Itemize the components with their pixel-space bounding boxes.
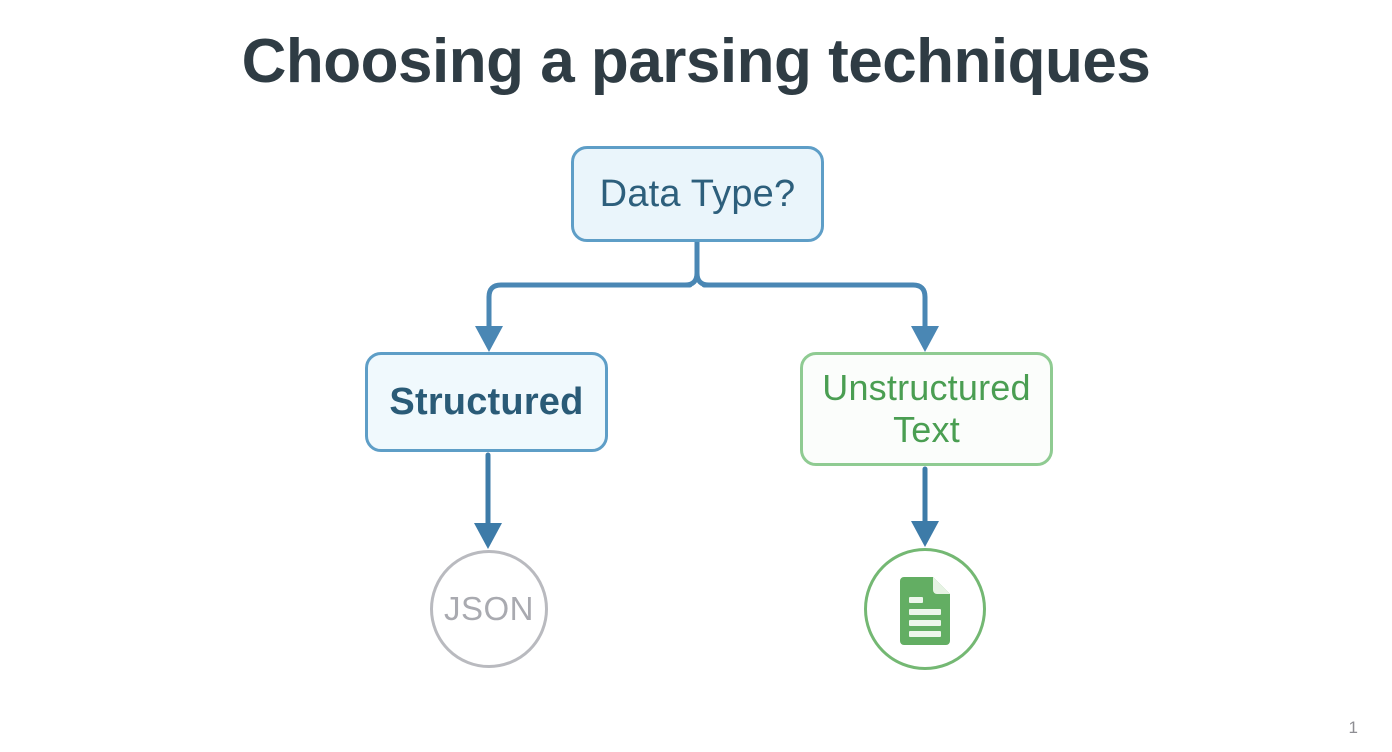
node-unstructured-text-label-line2: Text [893, 409, 960, 450]
node-structured-label: Structured [389, 380, 584, 423]
node-data-type-label: Data Type? [599, 172, 796, 215]
node-unstructured-text-label-line1: Unstructured [822, 367, 1031, 409]
page-title: Choosing a parsing techniques [241, 27, 1151, 96]
node-json-output[interactable]: JSON [430, 550, 548, 668]
document-icon [900, 577, 950, 645]
node-document-output[interactable] [864, 548, 986, 670]
node-structured[interactable]: Structured [365, 352, 608, 452]
node-unstructured-text-label: Unstructured Text [822, 367, 1031, 451]
node-data-type[interactable]: Data Type? [571, 146, 824, 242]
node-json-output-label: JSON [443, 590, 534, 627]
node-unstructured-text[interactable]: Unstructured Text [800, 352, 1053, 466]
page-number: 1 [1348, 718, 1358, 737]
